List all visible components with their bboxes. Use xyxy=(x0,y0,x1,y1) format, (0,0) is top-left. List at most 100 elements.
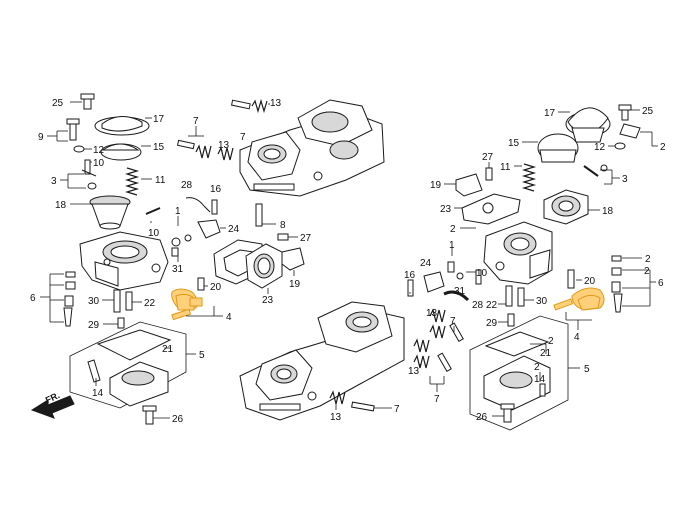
drain-bolt-part xyxy=(500,403,515,423)
right-carburetor-assembly xyxy=(407,104,658,431)
callout-number: 3 xyxy=(622,174,628,185)
callout-number: 10 xyxy=(476,268,488,279)
callout-number: 29 xyxy=(486,318,498,329)
callout-number: 3 xyxy=(51,176,57,187)
callout-number: 24 xyxy=(228,224,240,235)
callout-number: 6 xyxy=(658,278,664,289)
callout-number: 22 xyxy=(486,300,498,311)
cap-part xyxy=(455,173,483,197)
callout-number: 28 xyxy=(181,180,193,191)
callout-number: 13 xyxy=(218,140,230,151)
callout-number: 12 xyxy=(594,142,606,153)
callout-number: 26 xyxy=(476,412,488,423)
callout-number: 7 xyxy=(434,394,440,405)
adjust-screw-part xyxy=(66,118,80,141)
callout-number: 27 xyxy=(482,152,494,163)
spring-part xyxy=(124,167,140,196)
carburetor-twin-body-lower-part xyxy=(239,301,405,421)
callout-number: 29 xyxy=(88,320,100,331)
top-cover-part xyxy=(565,107,611,143)
callout-number: 18 xyxy=(602,206,614,217)
callout-number: 14 xyxy=(92,388,104,399)
callout-number: 23 xyxy=(262,295,274,306)
callout-numbers: 25 17 9 12 15 10 3 11 18 7 13 7 13 28 16… xyxy=(30,98,666,425)
callout-number: 25 xyxy=(642,106,654,117)
callout-number: 24 xyxy=(420,258,432,269)
callout-number: 12 xyxy=(93,145,105,156)
callout-number: 2 xyxy=(548,336,554,347)
callout-number: 14 xyxy=(534,374,546,385)
callout-number: 2 xyxy=(450,224,456,235)
callout-number: 9 xyxy=(38,132,44,143)
vacuum-cover-part xyxy=(100,143,142,161)
callout-number: 23 xyxy=(440,204,452,215)
callout-number: 13 xyxy=(330,412,342,423)
callout-number: 19 xyxy=(289,279,301,290)
callout-number: 2 xyxy=(660,142,666,153)
callout-number: 20 xyxy=(584,276,596,287)
float-chamber-assembly xyxy=(469,315,569,431)
callout-number: 31 xyxy=(172,264,184,275)
intake-joint-part xyxy=(245,243,283,289)
carburetor-body-part xyxy=(483,221,553,285)
callout-number: 2 xyxy=(644,266,650,277)
callout-number: 4 xyxy=(226,312,232,323)
callout-number: 21 xyxy=(162,344,174,355)
callout-number: 31 xyxy=(454,286,466,297)
callout-number: 19 xyxy=(430,180,442,191)
callout-number: 22 xyxy=(144,298,156,309)
callout-number: 2 xyxy=(645,254,651,265)
callout-number: 20 xyxy=(210,282,222,293)
callout-number: 2 xyxy=(534,362,540,373)
callout-number: 1 xyxy=(449,240,455,251)
callout-number: 7 xyxy=(394,404,400,415)
front-direction-arrow-icon xyxy=(30,395,75,419)
vacuum-piston-part xyxy=(543,189,589,225)
callout-number: 27 xyxy=(300,233,312,244)
float-chamber-assembly xyxy=(69,321,187,409)
callout-number: 17 xyxy=(544,108,556,119)
callout-number: 7 xyxy=(450,316,456,327)
vacuum-piston-part xyxy=(89,195,131,230)
callout-number: 25 xyxy=(52,98,64,109)
callout-number: 21 xyxy=(540,348,552,359)
gasket-part xyxy=(461,193,521,225)
callout-number: 30 xyxy=(536,296,548,307)
callout-number: 11 xyxy=(155,175,166,186)
callout-number: 7 xyxy=(240,132,246,143)
callout-number: 26 xyxy=(172,414,184,425)
callout-number: 10 xyxy=(148,228,160,239)
jet-set-part xyxy=(63,271,76,327)
callout-number: 5 xyxy=(199,350,205,361)
callout-number: 10 xyxy=(93,158,105,169)
carburetor-twin-body-part xyxy=(239,99,385,197)
top-cover-part xyxy=(94,116,150,136)
callout-number: 18 xyxy=(55,200,67,211)
callout-number: 28 xyxy=(472,300,484,311)
drain-bolt-part xyxy=(142,405,157,425)
callout-number: 6 xyxy=(30,293,36,304)
callout-number: 8 xyxy=(280,220,286,231)
highlighted-part-4 xyxy=(171,288,203,321)
callout-number: 13 xyxy=(270,98,282,109)
callout-number: 13 xyxy=(426,308,438,319)
highlighted-part-4 xyxy=(553,287,605,311)
center-top-assembly xyxy=(171,98,385,294)
carburetor-body-part xyxy=(79,231,169,291)
cap-part xyxy=(281,247,305,271)
callout-number: 7 xyxy=(193,116,199,127)
left-carburetor-assembly xyxy=(30,93,223,425)
callout-number: 11 xyxy=(500,162,511,173)
callout-number: 15 xyxy=(153,142,165,153)
vacuum-cover-part xyxy=(537,133,579,163)
callout-number: 15 xyxy=(508,138,520,149)
callout-number: 30 xyxy=(88,296,100,307)
screw-part xyxy=(80,93,95,110)
callout-number: 17 xyxy=(153,114,165,125)
callout-number: 4 xyxy=(574,332,580,343)
callout-number: 16 xyxy=(404,270,416,281)
callout-number: 16 xyxy=(210,184,222,195)
callout-number: 13 xyxy=(408,366,420,377)
callout-number: 1 xyxy=(175,206,181,217)
